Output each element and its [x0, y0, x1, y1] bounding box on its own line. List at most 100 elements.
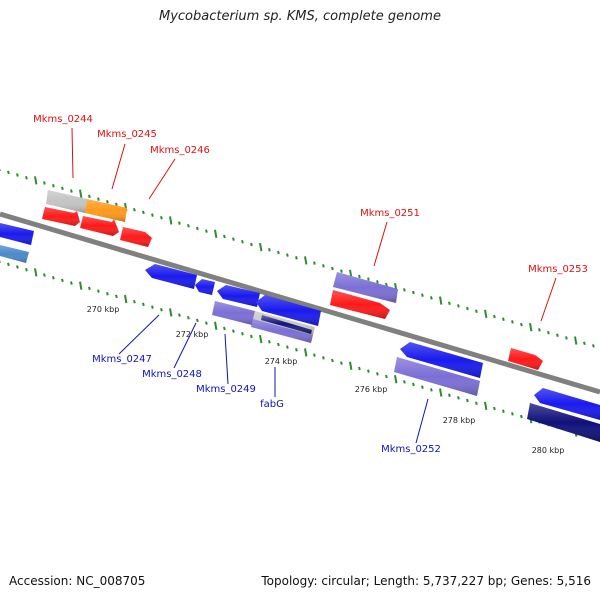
minor-tick — [250, 242, 253, 247]
major-tick — [394, 375, 398, 384]
minor-tick — [7, 262, 10, 267]
minor-tick — [115, 294, 118, 299]
major-tick — [484, 309, 488, 319]
minor-tick — [511, 320, 514, 324]
minor-tick — [196, 318, 199, 323]
forward-strand — [0, 190, 543, 370]
minor-tick — [583, 341, 586, 346]
minor-tick — [538, 328, 541, 332]
gene-leader-line — [540, 277, 557, 322]
minor-tick — [313, 353, 316, 357]
gene-label[interactable]: Mkms_0252 — [381, 444, 441, 455]
major-tick — [79, 189, 83, 198]
minor-tick — [295, 348, 298, 352]
minor-tick — [493, 406, 496, 411]
minor-tick — [430, 296, 433, 300]
minor-tick — [466, 306, 469, 311]
minor-tick — [52, 183, 55, 188]
minor-tick — [322, 356, 325, 360]
minor-tick — [286, 253, 289, 257]
minor-tick — [475, 309, 478, 313]
major-tick — [169, 308, 173, 317]
minor-tick — [160, 308, 163, 312]
major-tick — [259, 242, 263, 252]
minor-tick — [502, 317, 505, 321]
minor-tick — [88, 194, 91, 199]
minor-tick — [25, 175, 28, 180]
minor-tick — [97, 197, 100, 201]
major-tick — [34, 268, 38, 277]
minor-tick — [403, 288, 406, 292]
scale-label: 270 kbp — [87, 305, 120, 314]
minor-tick — [97, 289, 100, 293]
gene-feature-left-steel[interactable] — [0, 245, 29, 263]
minor-tick — [151, 213, 154, 217]
minor-tick — [142, 302, 145, 307]
minor-tick — [232, 237, 235, 241]
minor-tick — [385, 282, 388, 287]
minor-tick — [466, 398, 469, 403]
minor-tick — [358, 274, 361, 279]
minor-tick — [412, 290, 415, 295]
minor-tick — [565, 336, 568, 340]
gene-leader-line — [111, 143, 126, 190]
gene-label[interactable]: Mkms_0249 — [196, 384, 256, 395]
minor-tick — [205, 229, 208, 233]
minor-tick — [520, 414, 523, 419]
genome-backbone — [0, 211, 600, 395]
minor-tick — [322, 264, 325, 268]
gene-label[interactable]: Mkms_0245 — [97, 129, 157, 140]
major-tick — [214, 321, 218, 330]
gene-label[interactable]: Mkms_0246 — [150, 145, 210, 156]
minor-tick — [295, 256, 298, 260]
gene-leader-line — [173, 322, 197, 369]
minor-tick — [133, 299, 136, 304]
major-tick — [529, 323, 533, 332]
minor-tick — [421, 293, 424, 297]
minor-tick — [16, 265, 19, 269]
minor-tick — [115, 202, 118, 207]
minor-tick — [43, 273, 46, 277]
minor-tick — [43, 181, 46, 185]
minor-tick — [331, 266, 334, 271]
scale-label: 278 kbp — [443, 416, 476, 425]
minor-tick — [448, 301, 451, 305]
gene-leader-line — [148, 158, 176, 200]
minor-tick — [268, 340, 271, 344]
gene-leader-line — [118, 314, 160, 355]
gene-label[interactable]: Mkms_0251 — [360, 208, 420, 219]
major-tick — [349, 361, 353, 371]
scale-label: 272 kbp — [176, 330, 209, 339]
gene-label[interactable]: Mkms_0244 — [33, 114, 93, 125]
minor-tick — [376, 280, 379, 284]
minor-tick — [88, 286, 91, 291]
minor-tick — [376, 372, 379, 376]
gene-feature-0246[interactable] — [120, 227, 152, 247]
minor-tick — [61, 186, 64, 191]
minor-tick — [313, 261, 316, 265]
minor-tick — [367, 277, 370, 281]
gene-label[interactable]: Mkms_0248 — [142, 369, 202, 380]
gene-feature-0248[interactable] — [195, 279, 215, 295]
gene-label[interactable]: Mkms_0253 — [528, 264, 588, 275]
gene-label[interactable]: Mkms_0247 — [92, 354, 152, 365]
minor-tick — [70, 189, 73, 193]
gene-leader-line — [224, 333, 229, 385]
gene-label[interactable]: fabG — [260, 399, 284, 410]
minor-tick — [331, 358, 334, 363]
gene-feature-left-blue[interactable] — [0, 223, 34, 245]
minor-tick — [403, 380, 406, 384]
major-tick — [124, 294, 128, 304]
minor-tick — [223, 326, 226, 331]
minor-tick — [277, 250, 280, 255]
minor-tick — [205, 321, 208, 325]
minor-tick — [7, 170, 10, 175]
minor-tick — [52, 275, 55, 280]
major-tick — [79, 281, 83, 290]
minor-tick — [133, 207, 136, 212]
minor-tick — [178, 313, 181, 317]
accession-text: Accession: NC_008705 — [9, 574, 146, 588]
major-tick — [214, 229, 218, 238]
